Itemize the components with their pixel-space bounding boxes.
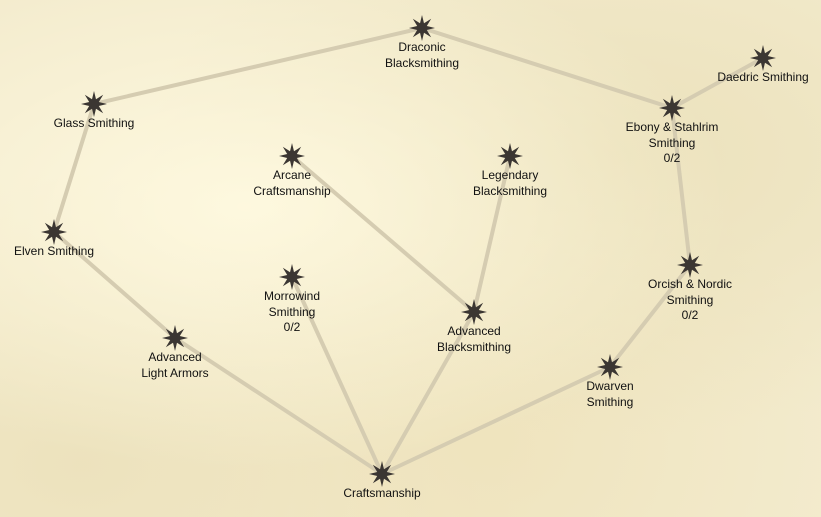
perk-rank: 0/2 [283, 320, 301, 334]
perk-star-icon[interactable] [368, 460, 396, 488]
perk-star-icon[interactable] [496, 142, 524, 170]
perk-star-icon[interactable] [676, 251, 704, 279]
perk-label-line: Blacksmithing [384, 55, 460, 70]
perk-star-icon[interactable] [749, 44, 777, 72]
perk-star-icon[interactable] [460, 298, 488, 326]
perk-label: Glass Smithing [14, 116, 174, 132]
perk-label-line: Advanced [447, 324, 501, 338]
perk-label-line: Blacksmithing [436, 339, 512, 354]
link-orcish-ebony [670, 106, 692, 267]
perk-label-line: Blacksmithing [472, 183, 548, 198]
perk-star-icon[interactable] [161, 324, 189, 352]
perk-label-line: Legendary [481, 168, 539, 182]
perk-star-icon[interactable] [596, 353, 624, 381]
perk-star-icon[interactable] [408, 14, 436, 42]
perk-label-line: Light Armors [141, 365, 209, 380]
perk-star-icon[interactable] [658, 94, 686, 122]
perk-label-line: Daedric Smithing [717, 70, 809, 84]
link-crafts-morrowind [290, 275, 384, 476]
link-elven-glass [52, 102, 96, 234]
link-crafts-advblack [380, 310, 476, 476]
perk-label: Elven Smithing [0, 244, 134, 260]
link-dwarven-orcish [608, 263, 692, 369]
perk-label-line: Elven Smithing [13, 244, 95, 258]
link-advlight-elven [52, 230, 177, 340]
perk-label-line: Smithing [648, 135, 696, 150]
perk-label-line: Craftsmanship [343, 486, 421, 500]
perk-label-line: Morrowind [263, 289, 320, 303]
link-glass-draconic [92, 26, 424, 106]
perk-label-line: Craftsmanship [253, 183, 331, 198]
perk-star-icon[interactable] [80, 90, 108, 118]
link-advblack-legendary [472, 154, 512, 314]
link-ebony-daedric [670, 56, 765, 110]
perk-label-line: Orcish & Nordic [647, 277, 733, 291]
perk-label-line: Dwarven [586, 379, 634, 393]
link-crafts-advlight [173, 336, 384, 476]
perk-rank: 0/2 [663, 151, 681, 165]
perk-label-line: Glass Smithing [53, 116, 135, 130]
perk-label-line: Ebony & Stahlrim [625, 120, 719, 134]
link-crafts-dwarven [380, 365, 612, 476]
perk-label-line: Smithing [586, 394, 634, 409]
link-advblack-arcane [290, 154, 476, 314]
perk-label-line: Smithing [666, 292, 714, 307]
perk-label-line: Advanced [148, 350, 202, 364]
perk-star-icon[interactable] [278, 142, 306, 170]
perk-rank: 0/2 [681, 308, 699, 322]
perk-label-line: Smithing [268, 304, 316, 319]
perk-label-line: Draconic [398, 40, 446, 54]
perk-label: Craftsmanship [302, 486, 462, 502]
perk-star-icon[interactable] [40, 218, 68, 246]
link-ebony-draconic [420, 26, 674, 110]
perk-label-line: Arcane [272, 168, 312, 182]
perk-label: Daedric Smithing [683, 70, 821, 86]
perk-star-icon[interactable] [278, 263, 306, 291]
